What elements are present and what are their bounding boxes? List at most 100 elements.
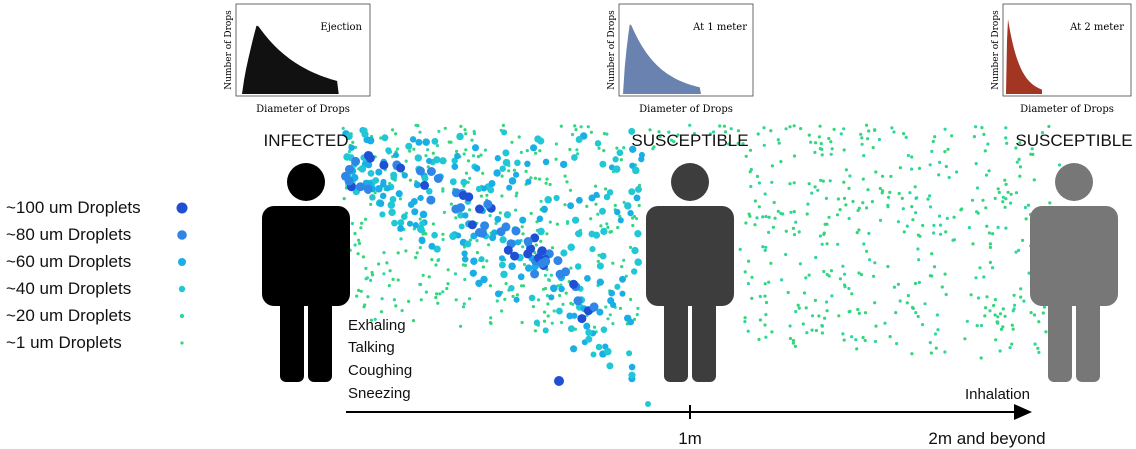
droplet: [850, 335, 854, 339]
droplet: [963, 337, 967, 341]
droplet: [881, 189, 885, 193]
droplet: [960, 207, 964, 211]
droplet: [971, 242, 975, 246]
droplet: [951, 238, 955, 242]
droplet: [862, 154, 866, 158]
droplet: [794, 310, 798, 314]
droplet: [814, 255, 818, 260]
droplet: [565, 180, 569, 184]
droplet: [981, 198, 985, 202]
droplet: [488, 214, 492, 218]
droplet: [998, 312, 1003, 316]
droplet: [1001, 325, 1005, 329]
droplet: [995, 320, 999, 324]
droplet: [974, 276, 978, 280]
droplet: [567, 243, 575, 251]
droplet: [454, 216, 458, 220]
droplet: [552, 309, 556, 313]
droplet: [379, 160, 389, 170]
droplet: [999, 327, 1004, 331]
droplet: [635, 185, 642, 193]
droplet: [511, 294, 515, 298]
droplet: [415, 166, 425, 176]
droplet: [976, 211, 980, 215]
droplet: [521, 284, 526, 288]
droplet: [453, 272, 458, 276]
droplet: [468, 297, 472, 301]
droplet: [634, 258, 642, 266]
droplet: [585, 335, 593, 343]
droplet: [974, 162, 978, 166]
droplet: [930, 149, 934, 153]
droplet: [770, 180, 774, 184]
droplet: [763, 192, 767, 196]
droplet: [1021, 238, 1025, 242]
droplet: [990, 266, 995, 270]
droplet: [464, 132, 468, 136]
droplet: [558, 293, 562, 298]
droplet: [757, 181, 762, 185]
droplet: [878, 186, 882, 191]
droplet: [883, 321, 887, 325]
droplet: [471, 154, 476, 158]
droplet: [1022, 299, 1026, 303]
droplet: [819, 142, 823, 146]
droplet: [793, 344, 798, 348]
droplet: [365, 153, 375, 163]
droplet: [475, 228, 484, 237]
droplet: [483, 199, 493, 209]
droplet: [747, 259, 751, 263]
droplet: [426, 195, 436, 205]
droplet: [910, 305, 915, 310]
droplet: [481, 171, 485, 175]
droplet: [1014, 146, 1018, 150]
droplet: [341, 126, 345, 130]
droplet: [892, 285, 897, 289]
droplet: [408, 149, 412, 153]
droplet: [824, 196, 829, 200]
droplet: [546, 314, 550, 318]
droplet: [932, 231, 936, 235]
droplet: [975, 186, 980, 190]
droplet: [498, 211, 502, 215]
droplet: [546, 302, 550, 306]
droplet: [401, 172, 408, 179]
droplet: [614, 283, 621, 290]
droplet: [788, 336, 793, 341]
droplet: [631, 223, 635, 228]
droplet: [743, 270, 747, 274]
droplet: [431, 151, 435, 155]
droplet: [769, 261, 773, 265]
droplet: [424, 290, 428, 294]
droplet: [908, 191, 912, 195]
droplet: [593, 191, 600, 198]
droplet: [933, 332, 938, 336]
droplet: [389, 195, 397, 203]
droplet: [841, 332, 845, 336]
droplet: [917, 166, 922, 170]
droplet: [1014, 191, 1019, 195]
droplet: [805, 212, 809, 216]
droplet: [1015, 160, 1019, 164]
droplet: [528, 294, 536, 302]
droplet: [449, 178, 457, 186]
droplet: [367, 170, 375, 177]
inset-title: At 2 meter: [1069, 22, 1124, 33]
droplet: [437, 258, 441, 262]
droplet: [955, 170, 959, 174]
droplet: [537, 227, 545, 236]
droplet: [944, 230, 948, 234]
droplet: [525, 149, 529, 153]
droplet: [493, 169, 501, 177]
droplet: [829, 152, 833, 156]
droplet: [563, 203, 567, 207]
droplet: [1018, 174, 1022, 178]
droplet: [361, 130, 369, 138]
droplet: [1003, 205, 1007, 209]
droplet: [819, 178, 823, 182]
droplet: [542, 327, 549, 334]
droplet: [910, 155, 914, 159]
droplet: [764, 214, 768, 219]
droplet: [511, 226, 521, 236]
droplet: [442, 210, 446, 214]
